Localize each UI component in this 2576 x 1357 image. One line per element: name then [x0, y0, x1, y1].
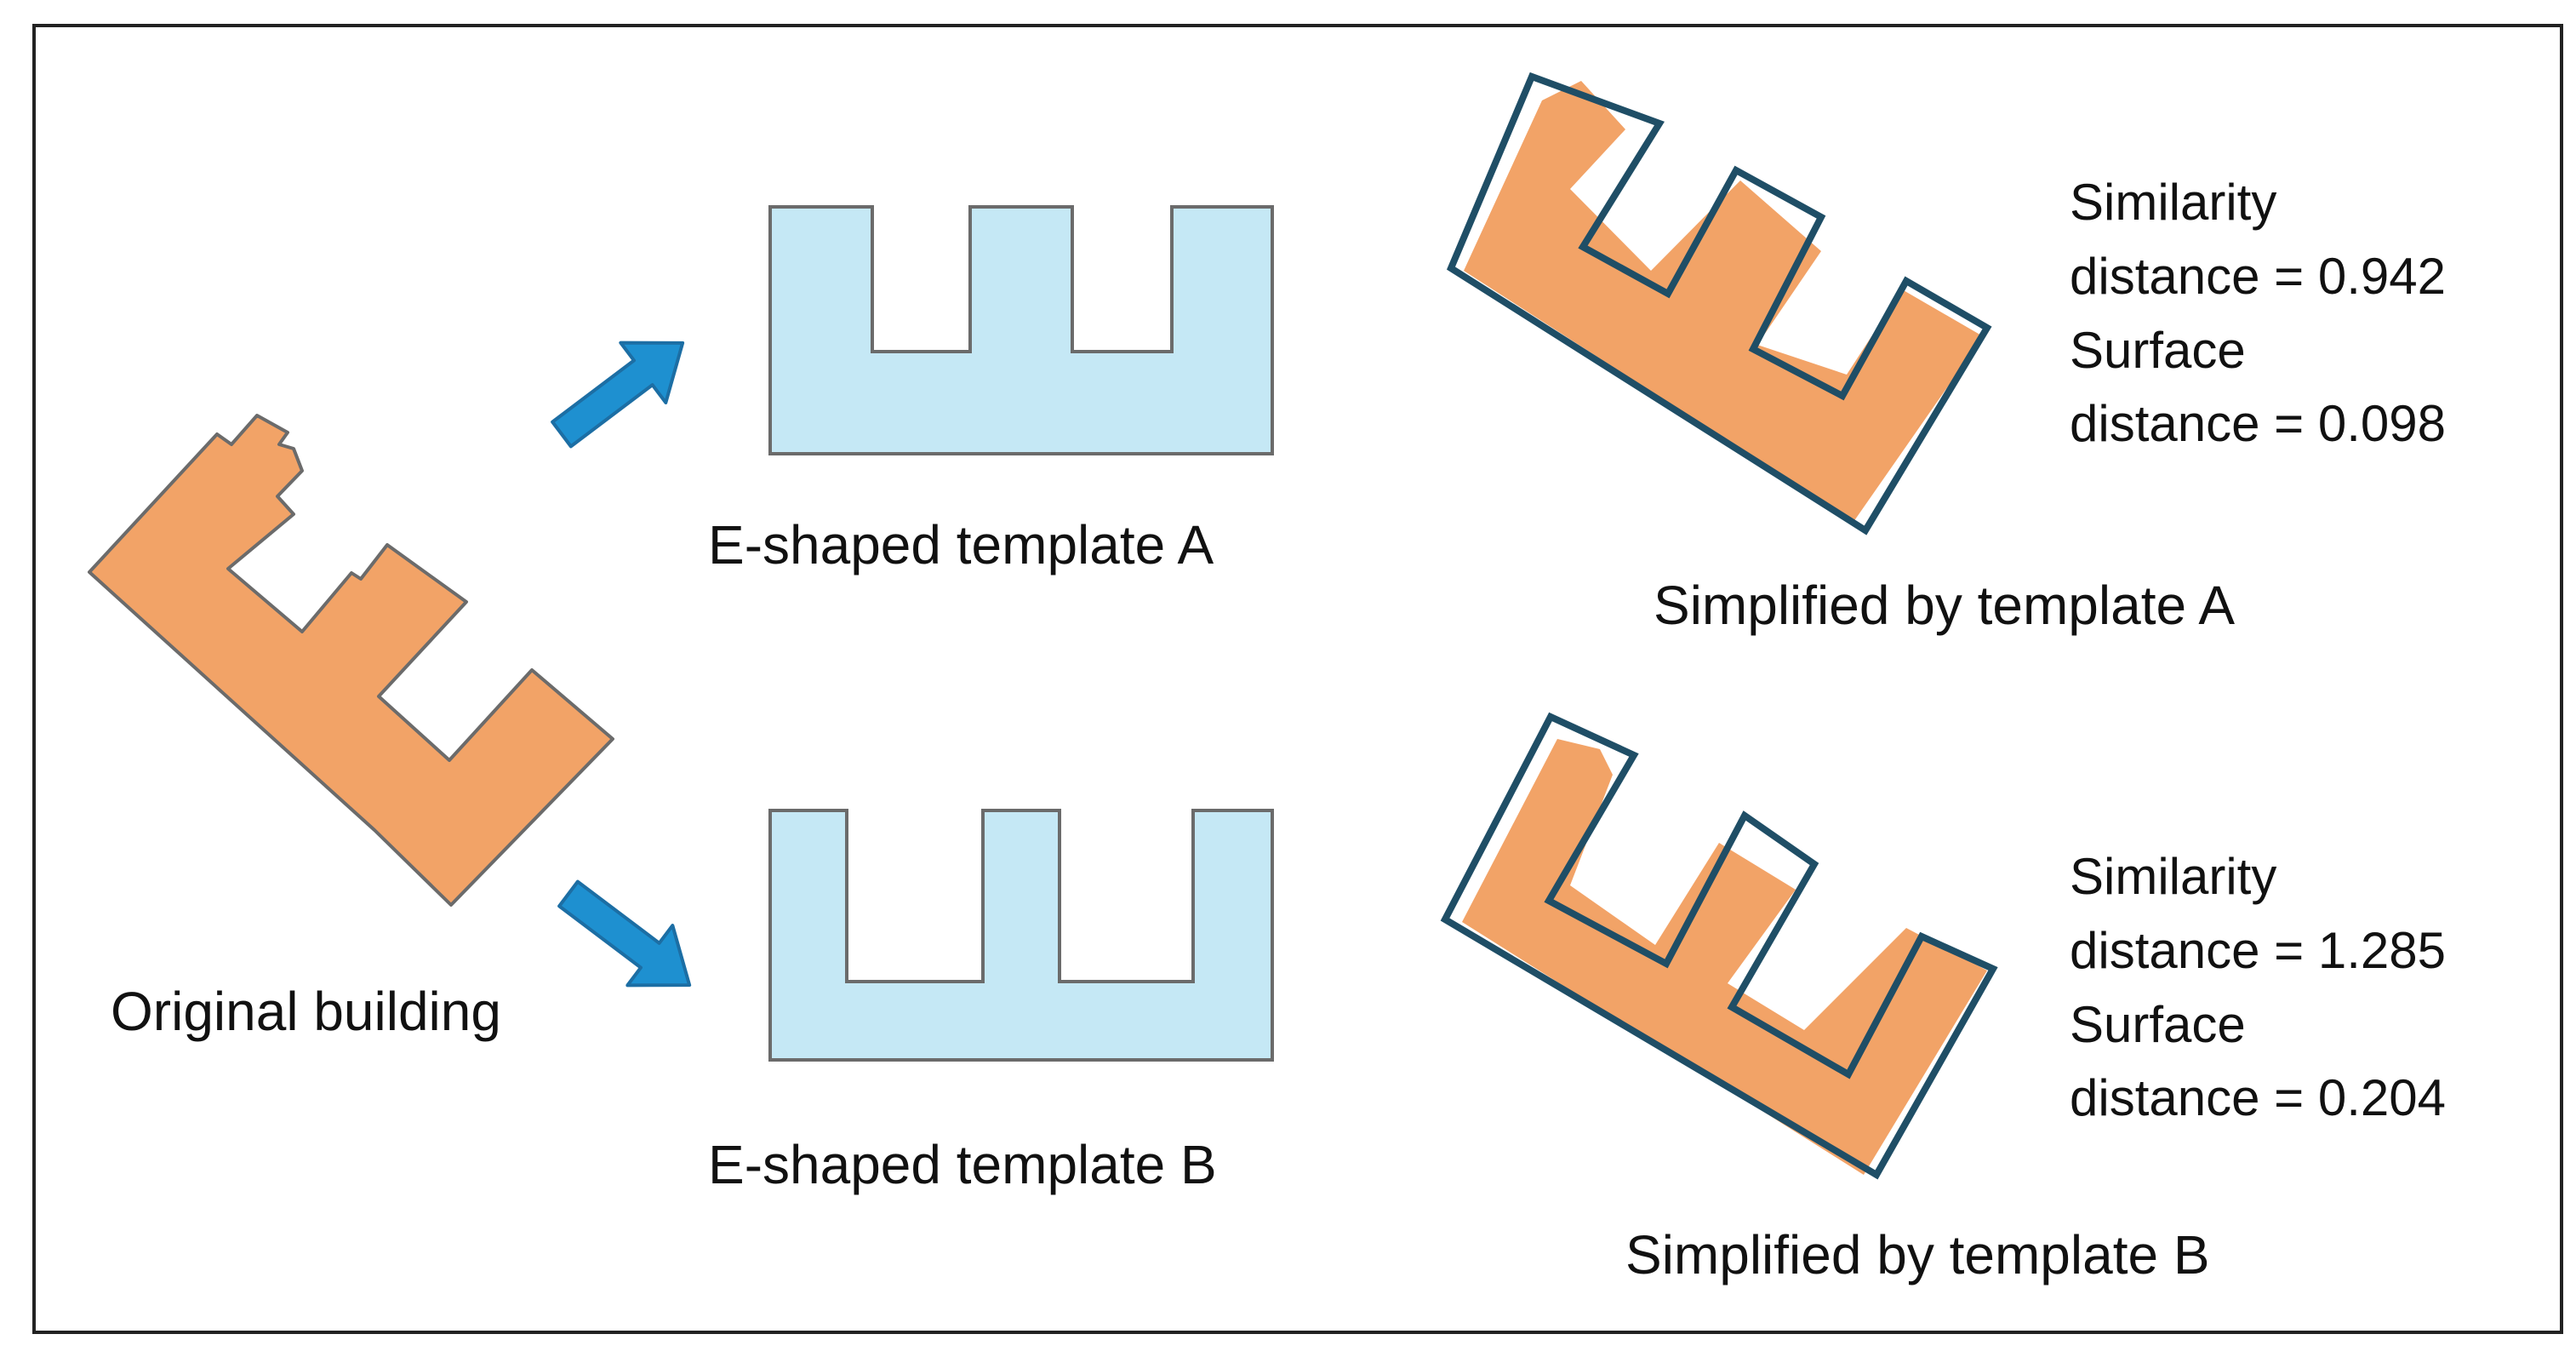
result-a-similarity-line1: Similarity: [2070, 174, 2276, 231]
result-b-similarity-line1: Similarity: [2070, 848, 2276, 905]
result-a-similarity-line2: distance = 0.942: [2070, 248, 2446, 305]
result-b-surface-line2: distance = 0.204: [2070, 1069, 2446, 1126]
original-building-label: Original building: [111, 981, 501, 1042]
template-a-shape: [768, 205, 1274, 455]
result-b-label: Simplified by template B: [1625, 1224, 2210, 1285]
original-building-shape: [88, 414, 614, 907]
figure-frame: [32, 24, 2563, 1334]
template-a-label: E-shaped template A: [708, 514, 1214, 575]
result-a-building-fill: [1464, 81, 1983, 522]
result-b-template-outline: [1440, 712, 1998, 1180]
arrow-to-template-b: [557, 879, 692, 988]
result-a-metrics: Similarity distance = 0.942 Surface dist…: [2070, 174, 2446, 452]
template-b-shape: [768, 809, 1274, 1062]
result-a-surface-line1: Surface: [2070, 322, 2246, 379]
result-b-similarity-line2: distance = 1.285: [2070, 922, 2446, 979]
result-b-surface-line1: Surface: [2070, 996, 2246, 1053]
template-b-label: E-shaped template B: [708, 1134, 1217, 1195]
arrow-to-template-a: [551, 341, 685, 449]
result-a-label: Simplified by template A: [1654, 575, 2235, 636]
result-a-template-outline: [1446, 72, 1992, 535]
result-b-metrics: Similarity distance = 1.285 Surface dist…: [2070, 848, 2446, 1126]
result-a-surface-line2: distance = 0.098: [2070, 395, 2446, 452]
